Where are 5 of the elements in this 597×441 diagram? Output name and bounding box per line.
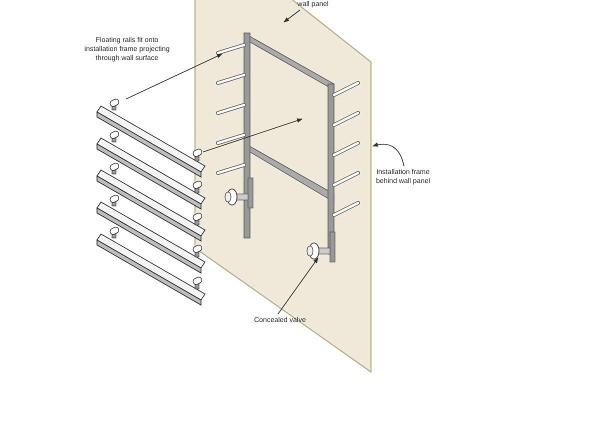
arrow: [372, 142, 404, 166]
arrow: [284, 10, 300, 22]
arrow: [126, 54, 222, 100]
arrow: [278, 258, 318, 314]
arrow: [202, 118, 303, 152]
